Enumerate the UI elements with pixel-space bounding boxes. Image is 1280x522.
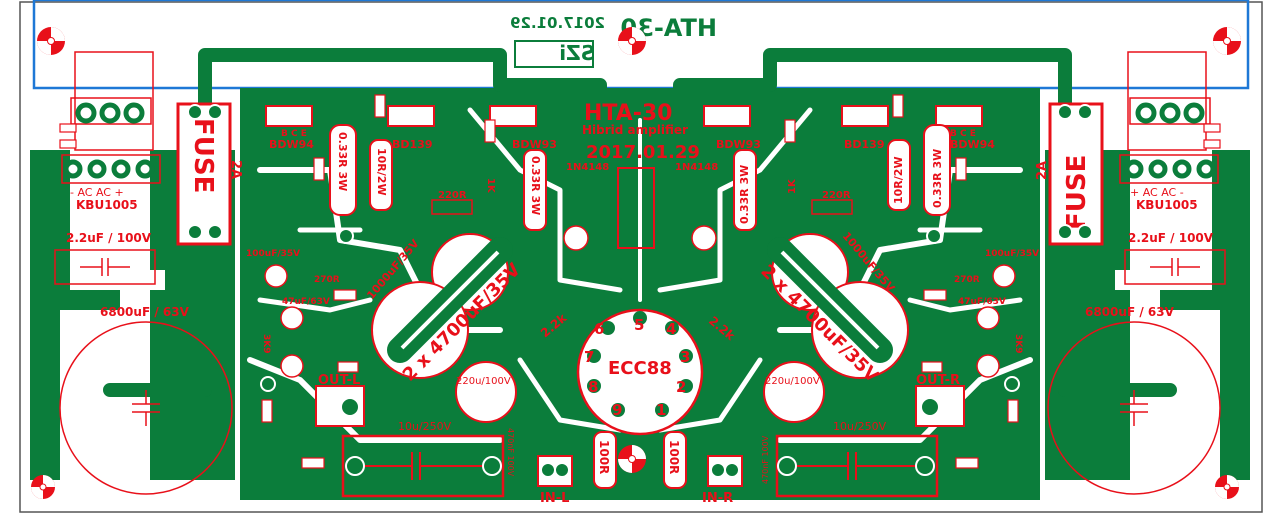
tube-pin-2: 2	[676, 378, 686, 396]
top-rail-trace-left	[198, 48, 607, 127]
coupling-cap-right-label: 10u/250V	[833, 420, 887, 433]
logo-frame	[514, 40, 594, 68]
tube-pin-6: 6	[594, 320, 604, 338]
res-10r-left: 10R/2W	[375, 148, 388, 196]
diode-right: 1N4148	[675, 162, 718, 173]
res-10r-right: 10R/2W	[892, 156, 905, 204]
tube-pin-1: 1	[656, 401, 666, 419]
center-title: HTA-30	[584, 101, 672, 126]
reservoir-right-label: 6800uF / 63V	[1085, 305, 1175, 319]
in-left-label: IN-L	[540, 491, 569, 506]
top-rail-trace-right	[673, 48, 1072, 127]
fuse-left-box	[176, 102, 232, 246]
coupling-cap-left-label: 10u/250V	[398, 420, 452, 433]
center-subtitle: Hibrid amplifier	[582, 123, 688, 137]
top-logo: SZi	[559, 41, 595, 65]
res-100r-left: 100R	[597, 440, 611, 474]
cap-47u-right: 47uF/63V	[958, 297, 1006, 307]
transistor-row	[265, 105, 983, 127]
tube-socket: ECC88 1 2 3 4 5 6 7 8 9	[576, 308, 704, 436]
tube-pin-9: 9	[612, 401, 622, 419]
grid-resistors: 100R 100R	[593, 431, 687, 489]
res-220r-left: 220R	[438, 190, 467, 201]
emitter-resistors	[329, 124, 951, 231]
bd139-left-label: BD139	[392, 138, 432, 151]
left-psu-plane	[30, 150, 120, 480]
film-cap-right-label: 470nF 100V	[761, 435, 770, 484]
cap-47u-left: 47uF/63V	[282, 297, 330, 307]
out-left-label: OUT-L	[318, 373, 360, 388]
bd139-right-label: BD139	[844, 138, 884, 151]
res-270r-right: 270R	[954, 275, 980, 285]
bdw93-right-label: BDW93	[716, 138, 761, 151]
right-psu: + AC AC - KBU1005 2.2uF / 100V 6800uF / …	[1035, 51, 1226, 495]
bdw93-left-label: BDW93	[512, 138, 557, 151]
snubber-left-box	[54, 249, 156, 285]
big-cap-right: 2 x 4700uF/35V 1000uF/35V	[756, 230, 909, 387]
snubber-right-label: 2.2uF / 100V	[1128, 231, 1214, 245]
res-220r-right: 220R	[822, 190, 851, 201]
cap-100u-left: 100uF/35V	[246, 249, 300, 259]
left-psu: - AC AC + KBU1005 2.2uF / 100V 6800uF / …	[54, 51, 243, 495]
res-033-center-left: 0.33R 3W	[529, 156, 542, 215]
cap-100u-right: 100uF/35V	[985, 249, 1039, 259]
diode-left: 1N4148	[566, 162, 609, 173]
bdw94-left-label: BDW94	[269, 138, 314, 151]
bridge-pins-right: + AC AC -	[1130, 186, 1184, 199]
bdw94-right-label: BDW94	[950, 138, 995, 151]
snubber-left-label: 2.2uF / 100V	[66, 231, 152, 245]
mounting-holes	[31, 27, 1241, 499]
tube-pin-8: 8	[588, 378, 598, 396]
res-3k9-left: 3K9	[261, 334, 271, 354]
smd-resistors	[59, 94, 1221, 469]
pins-bce-right: B C E	[950, 129, 976, 139]
fuse-right-box	[1048, 102, 1104, 246]
res-1k-left: 1K	[485, 178, 496, 194]
tube-pin-3: 3	[680, 348, 690, 366]
reservoir-left-outline	[59, 321, 233, 495]
reservoir-right-outline	[1047, 321, 1221, 495]
fuse-left-label: FUSE	[188, 118, 218, 193]
res-270r-left: 270R	[314, 275, 340, 285]
pins-bce-left: B C E	[281, 129, 307, 139]
snubber-right-box	[1124, 249, 1226, 285]
fuse-left-rating: 2A	[228, 160, 243, 179]
film-cap-left-label: 470nF 100V	[506, 428, 515, 477]
pads	[187, 104, 1093, 478]
fuse-right-label: FUSE	[1062, 155, 1092, 230]
in-right-label: IN-R	[702, 491, 733, 506]
plate-cap-right-label: 220u/100V	[765, 376, 820, 387]
reservoir-left-label: 6800uF / 63V	[100, 305, 190, 319]
center-date: 2017.01.29	[586, 142, 700, 163]
top-date: 2017.01.29	[510, 14, 605, 32]
bridge-pins-left: - AC AC +	[70, 186, 124, 199]
res-033-center-right: 0.33R 3W	[738, 165, 751, 224]
bridge-left-label: KBU1005	[76, 198, 138, 212]
tube-pin-5: 5	[634, 316, 644, 334]
bridge-right-label: KBU1005	[1136, 198, 1198, 212]
tube-pin-4: 4	[666, 320, 676, 338]
out-right-label: OUT-R	[916, 373, 960, 388]
res-3k9-right: 3K9	[1013, 334, 1023, 354]
small-transistors	[264, 225, 1016, 378]
res-033-left: 0.33R 3W	[336, 132, 349, 191]
plate-caps: 220u/100V 220u/100V	[455, 361, 825, 423]
res-033-right: 0.33R 3W	[931, 149, 944, 208]
right-psu-plane	[1160, 150, 1250, 480]
center-title-block: HTA-30 Hibrid amplifier 2017.01.29	[582, 101, 700, 249]
res-1k-right: 1K	[787, 178, 798, 194]
fuse-right-rating: 2A	[1035, 161, 1050, 180]
res-100r-right: 100R	[667, 440, 681, 474]
tube-pin-7: 7	[584, 348, 594, 366]
plate-cap-left-label: 220u/100V	[456, 376, 511, 387]
board-outline	[19, 1, 1263, 513]
tube-label: ECC88	[608, 358, 672, 379]
